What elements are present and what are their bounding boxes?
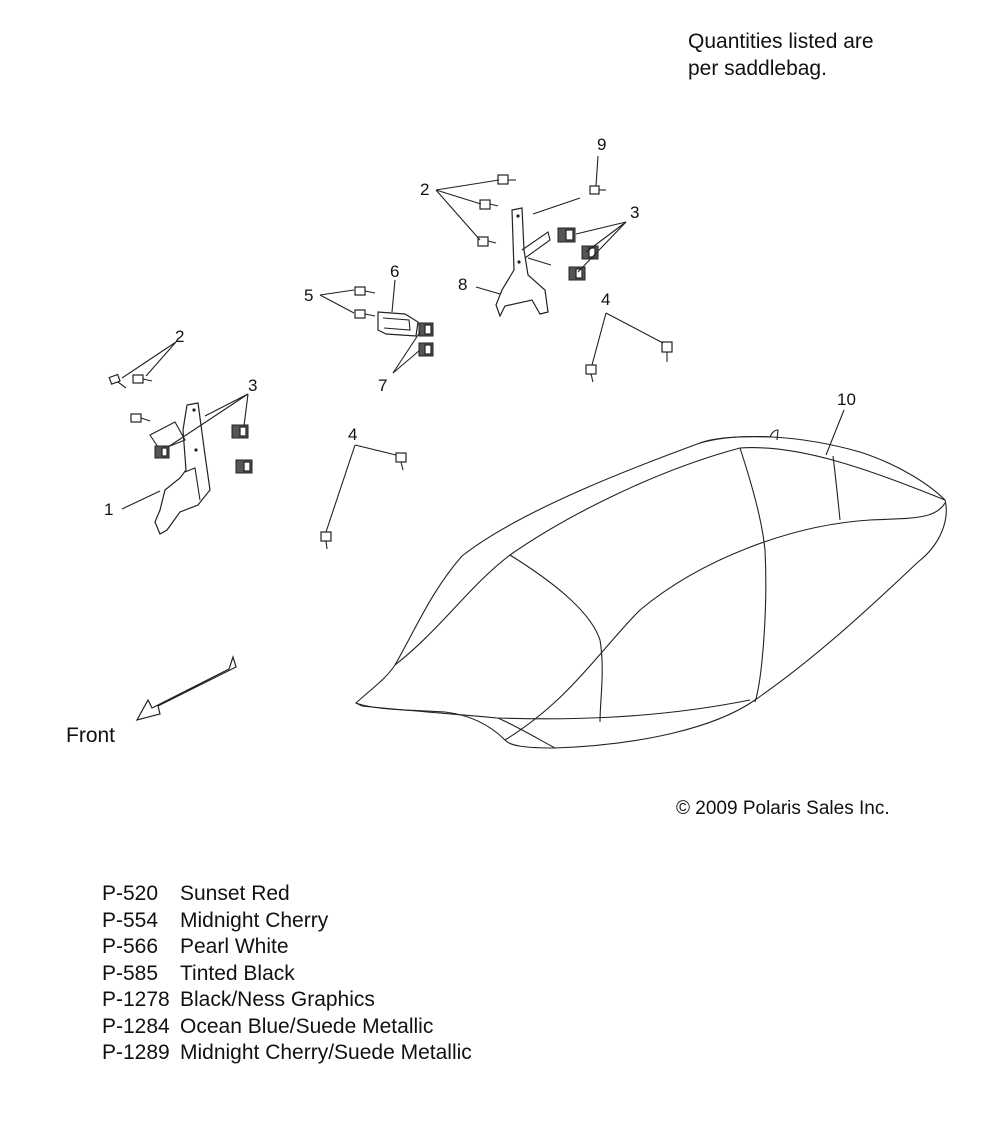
callout-2: 2 (175, 327, 184, 346)
color-code: P-554 (102, 908, 159, 932)
bracket-part-8 (495, 207, 551, 318)
callout-1: 1 (104, 500, 113, 519)
color-name: Midnight Cherry/Suede Metallic (180, 1041, 472, 1064)
clip-nut-icon (231, 424, 249, 439)
screw-icon (585, 364, 597, 383)
color-code: P-1289 (102, 1041, 170, 1064)
color-name: Pearl White (180, 935, 289, 958)
callout-4: 4 (348, 425, 357, 444)
color-name: Midnight Cherry (180, 908, 329, 932)
color-code-row: P-1284 Ocean Blue/Suede Metallic (102, 1014, 472, 1041)
clip-nut-icon (418, 322, 434, 337)
color-code-row: P-1289 Midnight Cherry/Suede Metallic (102, 1040, 472, 1067)
color-code: P-566 (102, 935, 159, 958)
callout-4: 4 (601, 290, 610, 309)
color-code: P-520 (102, 882, 159, 905)
color-code: P-1278 (102, 988, 170, 1011)
copyright-text: © 2009 Polaris Sales Inc. (676, 798, 890, 819)
color-code-row: P-585 Tinted Black (102, 961, 472, 988)
color-name: Ocean Blue/Suede Metallic (180, 1014, 434, 1038)
screw-icon (354, 286, 376, 296)
screw-icon (497, 174, 516, 185)
front-label: Front (66, 724, 116, 747)
callout-6: 6 (390, 262, 399, 281)
callout-9: 9 (597, 135, 606, 154)
leader-lines (121, 155, 845, 533)
callout-5: 5 (304, 286, 313, 305)
clip-nut-icon (418, 342, 434, 357)
clip-nut-icon (235, 459, 253, 474)
callout-3: 3 (248, 376, 257, 395)
callout-2: 2 (420, 180, 429, 199)
bracket-part-1 (149, 402, 211, 535)
color-code-row: P-1278 Black/Ness Graphics (102, 987, 472, 1014)
color-name: Sunset Red (180, 882, 290, 905)
screw-icon (477, 236, 497, 247)
screw-icon (130, 413, 151, 423)
color-code-row: P-554 Midnight Cherry (102, 908, 472, 935)
color-name: Tinted Black (180, 961, 295, 985)
callout-10: 10 (837, 390, 856, 409)
screw-icon (479, 199, 499, 210)
screw-icon (395, 452, 407, 471)
clip-nut-icon (568, 266, 586, 281)
screw-icon (661, 341, 673, 362)
callout-7: 7 (378, 376, 387, 395)
saddlebag-part-10 (354, 429, 947, 749)
color-code: P-1284 (102, 1014, 170, 1038)
quantity-note-line-1: Quantities listed are (688, 30, 874, 53)
color-code-row: P-520 Sunset Red (102, 881, 472, 908)
screw-icon (132, 374, 153, 384)
quantity-note-line-2: per saddlebag. (688, 57, 827, 80)
color-code-row: P-566 Pearl White (102, 934, 472, 961)
color-name: Black/Ness Graphics (180, 988, 375, 1011)
front-arrow-icon (135, 655, 237, 721)
clip-nut-icon (557, 227, 576, 243)
screw-icon (320, 531, 332, 550)
callout-8: 8 (458, 275, 467, 294)
color-code: P-585 (102, 961, 159, 985)
clip-nut-icon (154, 445, 170, 459)
color-code-list: P-520 Sunset Red P-554 Midnight Cherry P-5… (102, 881, 472, 1067)
callout-3: 3 (630, 203, 639, 222)
screw-icon (108, 373, 127, 389)
quantity-note: Quantities listed are per saddlebag. (688, 28, 874, 82)
clip-nut-icon (581, 245, 599, 260)
screw-icon (354, 309, 376, 319)
screw-icon (589, 185, 606, 195)
strap-part-6 (377, 311, 419, 337)
